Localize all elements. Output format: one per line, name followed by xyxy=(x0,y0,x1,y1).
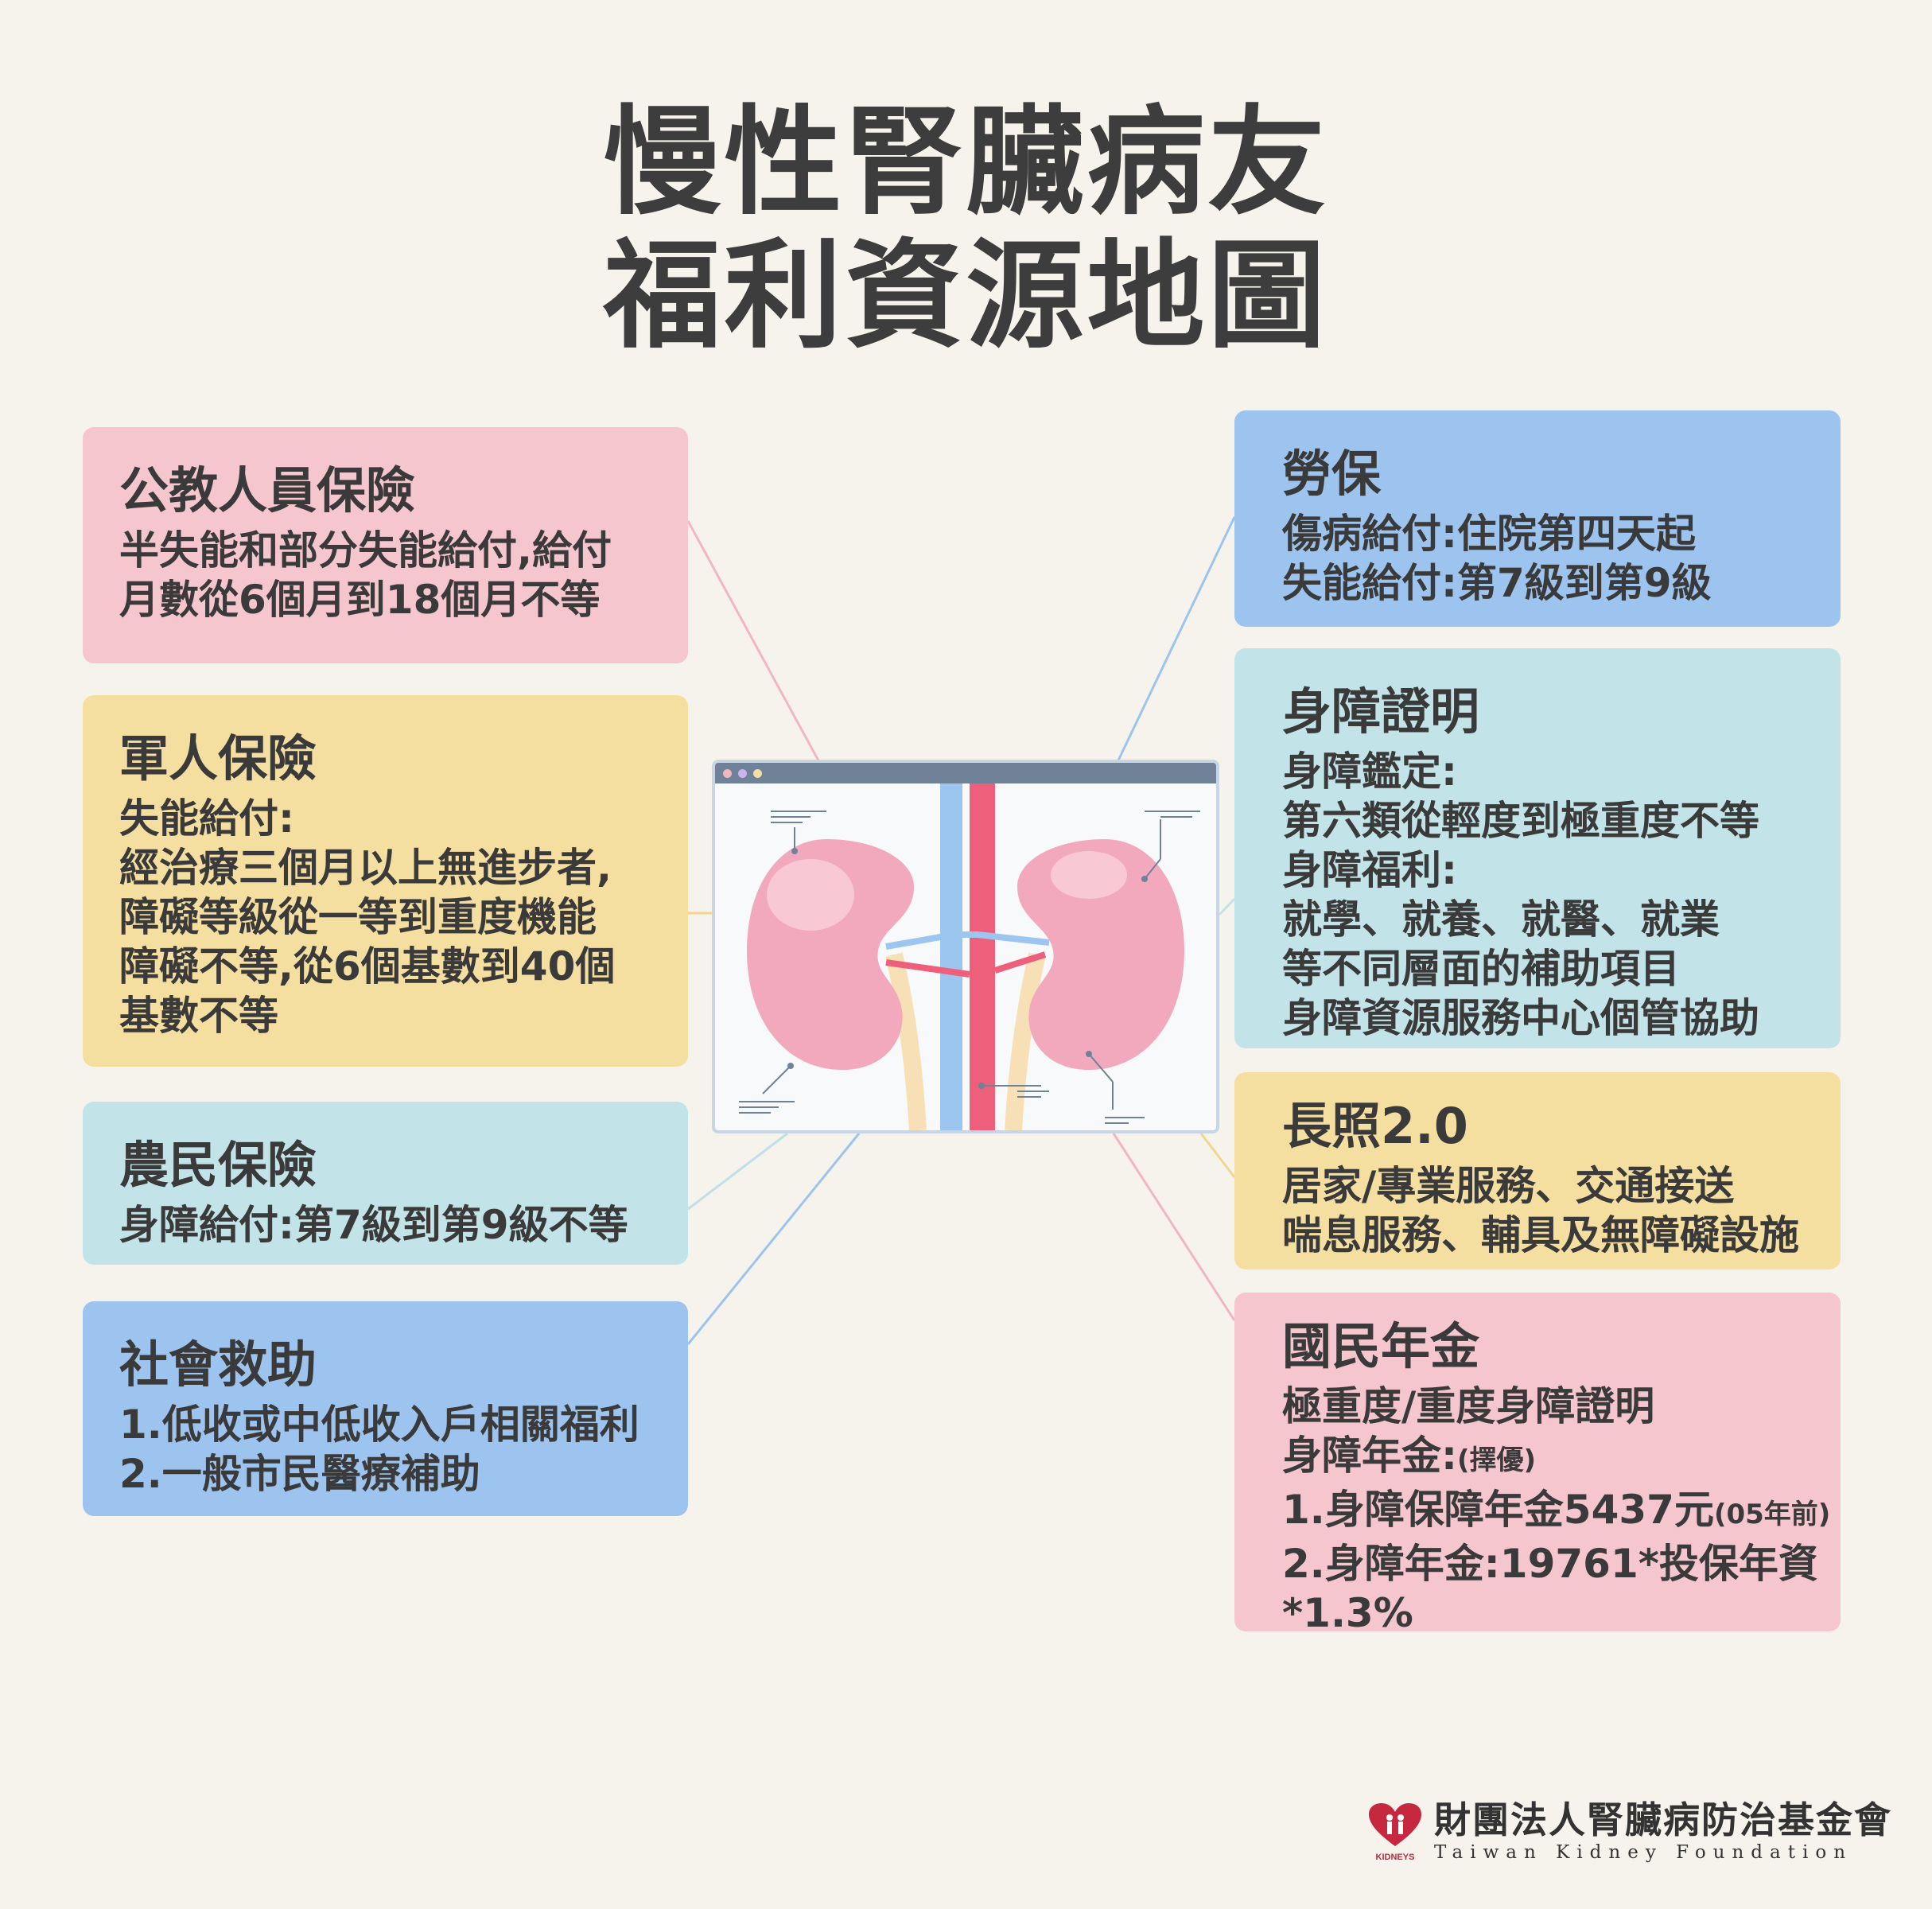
card-line: 身障年金:(擇優) xyxy=(1282,1431,1817,1485)
window-dot-icon xyxy=(723,768,732,778)
window-dot-icon xyxy=(738,768,747,778)
card-title: 身障證明 xyxy=(1282,682,1480,741)
card-title: 長照2.0 xyxy=(1282,1097,1468,1155)
connector-labor xyxy=(1116,516,1236,763)
card-military-insurance: 軍人保險 失能給付: 經治療三個月以上無進步者, 障礙等級從一等到重度機能 障礙… xyxy=(83,695,688,1067)
card-line: 身障鑑定: xyxy=(1282,748,1457,795)
title-line-1: 慢性腎臟病友 xyxy=(603,94,1329,231)
footer-text: 財團法人腎臟病防治基金會 Taiwan Kidney Foundation xyxy=(1434,1799,1892,1864)
pension-line2-main: 身障年金: xyxy=(1282,1433,1457,1479)
pension-line2-note: (擇優) xyxy=(1457,1444,1537,1476)
foundation-name-en: Taiwan Kidney Foundation xyxy=(1434,1842,1853,1863)
card-line: 1.低收或中低收入戶相關福利 xyxy=(119,1402,639,1448)
card-line: 障礙等級從一等到重度機能 xyxy=(119,894,597,940)
card-national-pension: 國民年金 極重度/重度身障證明 身障年金:(擇優) 1.身障保障年金5437元(… xyxy=(1234,1293,1841,1636)
card-line: 第六類從輕度到極重度不等 xyxy=(1282,798,1759,844)
card-civil-insurance: 公教人員保險 半失能和部分失能給付,給付 月數從6個月到18個月不等 xyxy=(83,427,688,663)
card-title: 社會救助 xyxy=(119,1336,317,1394)
window-dot-icon xyxy=(753,768,762,778)
connector-civil xyxy=(686,520,821,763)
card-line: 月數從6個月到18個月不等 xyxy=(119,577,601,623)
card-line: 失能給付: xyxy=(119,795,294,842)
pension-line3-main: 1.身障保障年金5437元 xyxy=(1282,1487,1714,1533)
connector-ltc xyxy=(1199,1133,1236,1178)
kidney-illustration-window xyxy=(712,760,1219,1133)
page-title: 慢性腎臟病友 福利資源地圖 xyxy=(0,95,1932,363)
card-line: 經治療三個月以上無進步者, xyxy=(119,845,612,891)
card-line: 就學、就養、就醫、就業 xyxy=(1282,896,1720,943)
card-labor-insurance: 勞保 傷病給付:住院第四天起 失能給付:第7級到第9級 xyxy=(1234,410,1841,627)
card-disability-certificate: 身障證明 身障鑑定: 第六類從輕度到極重度不等 身障福利: 就學、就養、就醫、就… xyxy=(1234,648,1841,1048)
card-line: 等不同層面的補助項目 xyxy=(1282,946,1680,992)
card-line: 身障給付:第7級到第9級不等 xyxy=(119,1202,628,1248)
window-title-bar xyxy=(715,763,1216,783)
card-title: 公教人員保險 xyxy=(119,461,416,519)
card-line: 2.一般市民醫療補助 xyxy=(119,1451,480,1497)
card-title: 勞保 xyxy=(1282,445,1382,503)
connector-disability xyxy=(1218,897,1236,916)
card-line: *1.3% xyxy=(1282,1590,1413,1636)
card-line: 居家/專業服務、交通接送 xyxy=(1282,1163,1735,1209)
card-line: 2.身障年金:19761*投保年資 xyxy=(1282,1541,1818,1587)
card-title: 軍人保險 xyxy=(119,729,317,787)
card-long-term-care: 長照2.0 居家/專業服務、交通接送 喘息服務、輔具及無障礙設施 xyxy=(1234,1072,1841,1269)
card-line: 身障資源服務中心個管協助 xyxy=(1282,995,1759,1041)
kidney-icon xyxy=(739,783,1200,1130)
logo-label: KIDNEYS xyxy=(1375,1853,1415,1862)
connector-farmer xyxy=(687,1132,788,1211)
card-title: 農民保險 xyxy=(119,1136,317,1194)
card-line: 傷病給付:住院第四天起 xyxy=(1282,511,1696,557)
card-line: 失能給付:第7級到第9級 xyxy=(1282,560,1712,606)
foundation-name-cn: 財團法人腎臟病防治基金會 xyxy=(1434,1798,1892,1841)
card-title: 國民年金 xyxy=(1282,1317,1480,1375)
foundation-footer: KIDNEYS 財團法人腎臟病防治基金會 Taiwan Kidney Found… xyxy=(1367,1799,1892,1864)
connector-social xyxy=(686,1133,861,1345)
card-line: 身障福利: xyxy=(1282,847,1457,893)
card-line: 1.身障保障年金5437元(05年前) xyxy=(1282,1485,1830,1539)
card-line: 半失能和部分失能給付,給付 xyxy=(119,527,612,573)
title-line-2: 福利資源地圖 xyxy=(603,227,1329,364)
card-line: 極重度/重度身障證明 xyxy=(1282,1383,1655,1429)
card-line: 喘息服務、輔具及無障礙設施 xyxy=(1282,1212,1799,1258)
foundation-logo: KIDNEYS xyxy=(1367,1802,1423,1862)
card-farmer-insurance: 農民保險 身障給付:第7級到第9級不等 xyxy=(83,1102,688,1265)
card-line: 基數不等 xyxy=(119,993,278,1039)
connector-pension xyxy=(1112,1133,1236,1321)
pension-line3-note: (05年前) xyxy=(1713,1499,1831,1530)
heart-icon xyxy=(1369,1803,1421,1846)
card-line: 障礙不等,從6個基數到40個 xyxy=(119,943,616,989)
card-social-assistance: 社會救助 1.低收或中低收入戶相關福利 2.一般市民醫療補助 xyxy=(83,1301,688,1516)
